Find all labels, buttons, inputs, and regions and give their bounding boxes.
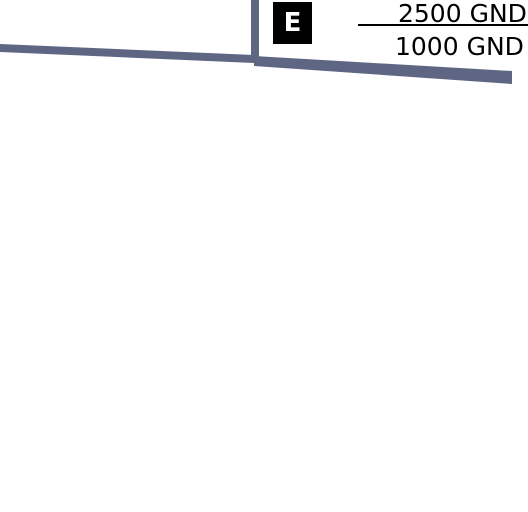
map-background — [0, 0, 512, 84]
altitude-divider-line — [358, 24, 528, 26]
airspace-upper-limit: 2500 GND — [398, 0, 527, 28]
airspace-boundary-right — [254, 56, 512, 84]
map-canvas: E 2500 GND 1000 GND — [0, 0, 528, 84]
airspace-boundary-divider — [251, 0, 259, 62]
airspace-class-badge: E — [273, 2, 312, 44]
airspace-boundary-left — [0, 44, 254, 63]
airspace-lower-limit: 1000 GND — [395, 32, 524, 61]
